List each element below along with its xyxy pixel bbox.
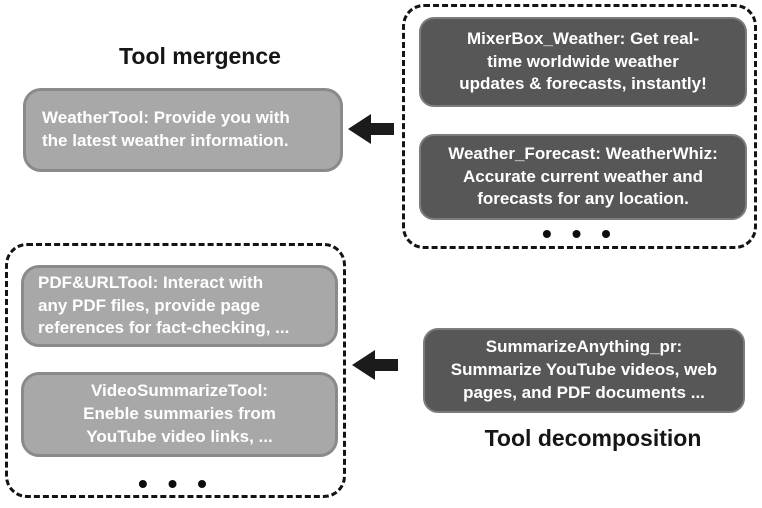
arrow-head: [348, 114, 371, 144]
source-tool-text-weather-forecast: Weather_Forecast: WeatherWhiz: Accurate …: [448, 143, 718, 209]
merged-weather-tool-text: WeatherTool: Provide you with the latest…: [42, 108, 290, 150]
decomposed-tool-box-pdf-url: PDF&URLTool: Interact with any PDF files…: [21, 265, 338, 347]
source-tool-box-weather-forecast: Weather_Forecast: WeatherWhiz: Accurate …: [419, 134, 747, 220]
decomposed-tool-box-video-summarize: VideoSummarizeTool: Eneble summaries fro…: [21, 372, 338, 457]
more-decomposed-tools-ellipsis: • • •: [138, 468, 213, 499]
mergence-source-tools-group: MixerBox_Weather: Get real- time worldwi…: [402, 4, 757, 249]
arrow-shaft: [369, 123, 394, 135]
source-tool-box-summarize-anything: SummarizeAnything_pr: Summarize YouTube …: [423, 328, 745, 413]
source-tool-text-summarize-anything: SummarizeAnything_pr: Summarize YouTube …: [450, 337, 718, 402]
tool-decomposition-title: Tool decomposition: [484, 425, 702, 451]
mergence-left-arrow-icon: [348, 114, 394, 144]
more-source-tools-ellipsis: • • •: [542, 218, 617, 249]
arrow-head: [352, 350, 375, 380]
decomposed-tool-text-pdf-url: PDF&URLTool: Interact with any PDF files…: [38, 272, 290, 338]
merged-weather-tool-box: WeatherTool: Provide you with the latest…: [23, 88, 343, 172]
decomposed-tools-group: PDF&URLTool: Interact with any PDF files…: [5, 243, 346, 498]
tool-mergence-title: Tool mergence: [119, 43, 281, 69]
source-tool-text-mixerbox-weather: MixerBox_Weather: Get real- time worldwi…: [459, 28, 707, 94]
decomposed-tool-text-video-summarize: VideoSummarizeTool: Eneble summaries fro…: [83, 381, 276, 446]
source-tool-box-mixerbox-weather: MixerBox_Weather: Get real- time worldwi…: [419, 17, 747, 107]
decomposition-left-arrow-icon: [352, 350, 398, 380]
arrow-shaft: [373, 359, 398, 371]
